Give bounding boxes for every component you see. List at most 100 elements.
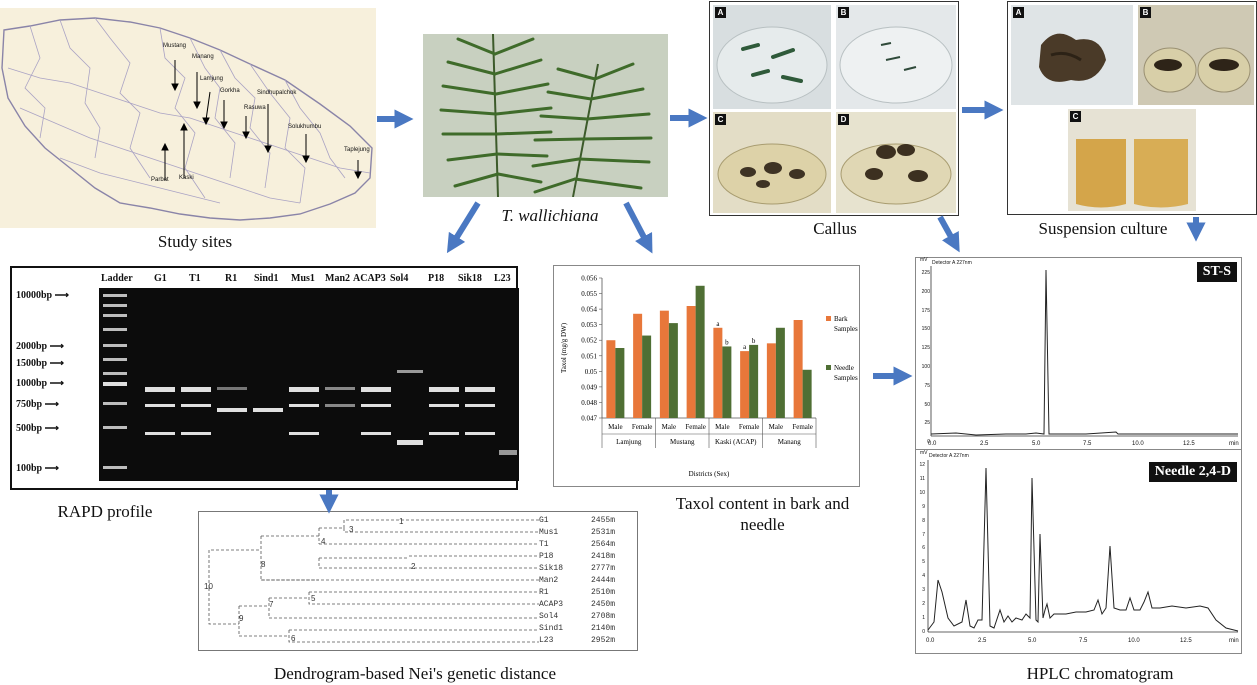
- hplc-top-ytick: 175: [921, 307, 930, 314]
- gel-bands-graphic: [103, 294, 517, 469]
- marker-100bp: 100bp ⟶: [16, 463, 59, 474]
- y-tick-label: 0.053: [581, 321, 597, 329]
- dendro-node-7: 7: [269, 600, 274, 609]
- gel-lane-sol4: Sol4: [390, 273, 409, 284]
- caption-species: T. wallichiana: [501, 206, 599, 225]
- suspension-label-b: B: [1140, 7, 1151, 18]
- callus-label-a: A: [715, 7, 726, 18]
- dendro-node-2: 2: [411, 562, 416, 571]
- y-tick-label: 0.052: [581, 337, 597, 345]
- bar-bark: [740, 351, 750, 418]
- y-tick-label: 0.051: [581, 352, 597, 360]
- hplc-bottom-ytick: 1: [922, 614, 925, 621]
- callus-flask-b-graphic: [839, 26, 953, 104]
- dendro-leaf-alt: 2777m: [591, 564, 616, 573]
- hplc-top-ytick: 25: [924, 420, 930, 427]
- dendro-leaf-alt: 2418m: [591, 552, 616, 561]
- group-label: Mustang: [670, 438, 695, 446]
- location-manang: Manang: [192, 54, 214, 60]
- bar-bark: [686, 306, 696, 418]
- callus-flask-a: A: [713, 5, 831, 109]
- hplc-top-unit: mV: [920, 257, 928, 263]
- dendro-leaf-alt: 2450m: [591, 600, 616, 609]
- hplc-top-ytick: 150: [921, 326, 930, 333]
- location-taplejung: Taplejung: [344, 147, 370, 153]
- hplc-bottom-ytick: 10: [919, 489, 925, 496]
- dendro-leaf-alt: 2531m: [591, 528, 616, 537]
- caption-rapd: RAPD profile: [57, 502, 153, 521]
- marker-500bp: 500bp ⟶: [16, 423, 59, 434]
- hplc-top-ytick: 225: [921, 270, 930, 276]
- hplc-top-xaxis: min: [1229, 441, 1239, 447]
- hplc-bottom-ytick: 8: [922, 517, 925, 524]
- group-label: Kaski (ACAP): [715, 438, 757, 446]
- hplc-bottom-xtick: 10.0: [1128, 638, 1140, 644]
- legend-swatch-bark: [826, 316, 831, 321]
- caption-hplc: HPLC chromatogram: [1026, 664, 1174, 683]
- callus-label-d: D: [838, 114, 849, 125]
- significance-label: a: [716, 320, 720, 328]
- hplc-top-xtick: 5.0: [1032, 441, 1041, 447]
- callus-label-c: C: [715, 114, 726, 125]
- dendrogram-graphic: [208, 519, 539, 643]
- dendro-leaf-name: R1: [539, 588, 549, 597]
- location-rasuwa: Rasuwa: [244, 105, 266, 111]
- dendro-node-9: 9: [239, 614, 244, 623]
- bar-bark: [713, 327, 723, 418]
- bar-bark: [766, 343, 776, 418]
- gel-lane-acap3: ACAP3: [353, 273, 386, 284]
- hplc-bottom-unit: mV: [920, 450, 928, 456]
- gel-lane-man2: Man2: [325, 273, 350, 284]
- hplc-top-ytick: 50: [924, 401, 930, 408]
- x-tick-label: Female: [685, 423, 706, 431]
- x-axis-label: Districts (Sex): [689, 470, 730, 478]
- bar-bark: [793, 320, 803, 418]
- caption-taxol-line2: needle: [740, 515, 785, 534]
- gel-lane-sik18: Sik18: [458, 273, 482, 284]
- marker-1500bp: 1500bp ⟶: [16, 358, 64, 369]
- marker-750bp-label: 750bp: [16, 399, 43, 410]
- location-kaski: Kaski: [179, 175, 194, 181]
- dendro-leaf-alt: 2455m: [591, 516, 616, 525]
- hplc-top-ytick: 100: [921, 363, 930, 370]
- y-axis-label: Taxol (mg/g DW): [560, 322, 568, 373]
- hplc-top-ytick: 200: [921, 288, 930, 295]
- dendro-node-6: 6: [291, 634, 296, 643]
- legend-label: Samples: [834, 325, 858, 333]
- gel-lane-mus1: Mus1: [291, 273, 315, 284]
- arrow-callus-to-hplc: [937, 215, 960, 253]
- marker-2000bp: 2000bp ⟶: [16, 341, 64, 352]
- suspension-label-c: C: [1070, 111, 1081, 122]
- y-tick-label: 0.049: [581, 383, 597, 391]
- hplc-bottom-ytick: 2: [922, 601, 925, 608]
- caption-suspension: Suspension culture: [1038, 219, 1168, 238]
- hplc-standard-graphic: [930, 266, 1238, 437]
- suspension-photo-b: B: [1138, 5, 1254, 105]
- hplc-needle-label: Needle 2,4-D: [1148, 462, 1237, 482]
- gel-lane-t1: T1: [189, 273, 201, 284]
- y-tick-label: 0.048: [581, 399, 597, 407]
- hplc-top-xtick: 12.5: [1183, 441, 1195, 447]
- bar-needle: [749, 344, 759, 418]
- callus-label-b: B: [838, 7, 849, 18]
- hplc-top-ytick: 0: [927, 439, 930, 446]
- significance-label: a: [743, 343, 747, 351]
- callus-flask-d-graphic: [840, 143, 952, 205]
- hplc-bottom-ytick: 9: [922, 503, 925, 510]
- dendro-leaf-name: Mus1: [539, 528, 559, 537]
- caption-dendrogram: Dendrogram-based Nei's genetic distance: [273, 664, 557, 683]
- dendro-leaf-name: Sik18: [539, 564, 564, 573]
- legend-label: Needle: [834, 364, 854, 372]
- plant-photo: [423, 34, 668, 197]
- callus-flask-b: B: [836, 5, 956, 109]
- bar-needle: [668, 323, 678, 418]
